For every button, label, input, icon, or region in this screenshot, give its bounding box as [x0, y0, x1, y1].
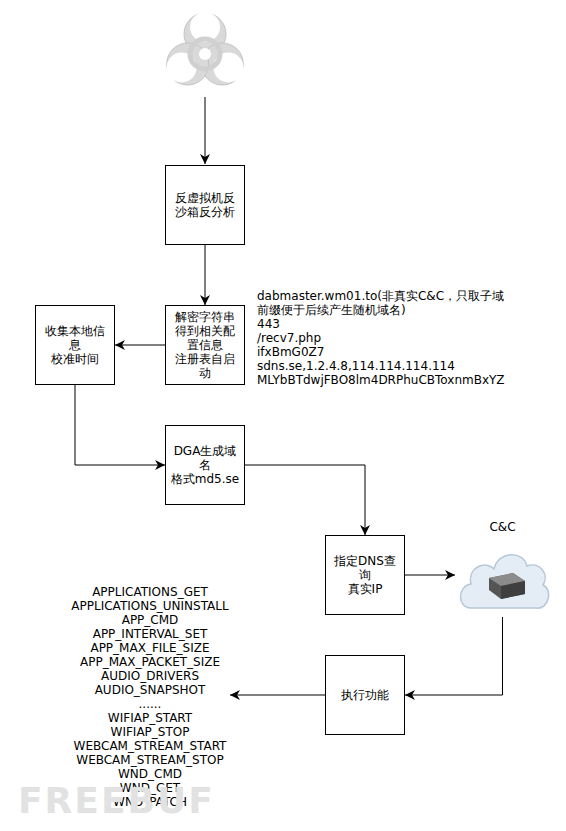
command-name: APP_CMD — [50, 613, 250, 627]
command-list: APPLICATIONS_GETAPPLICATIONS_UNINSTALLAP… — [50, 585, 250, 809]
config-value: 443 — [257, 317, 509, 331]
flow-arrow — [230, 695, 325, 696]
node-text: 指定DNS查询 — [330, 554, 400, 582]
cnc-server-cloud: C&C — [455, 520, 550, 617]
command-name: APP_MAX_FILE_SIZE — [50, 641, 250, 655]
flow-connector — [205, 245, 206, 305]
command-name: WEBCAM_STREAM_STOP — [50, 753, 250, 767]
command-name: APP_MAX_PACKET_SIZE — [50, 655, 250, 669]
command-name: WEBCAM_STREAM_START — [50, 739, 250, 753]
node-text: 真实IP — [348, 582, 383, 596]
flow-connector — [405, 575, 455, 576]
config-value: sdns.se,1.2.4.8,114.114.114.114 — [257, 359, 509, 373]
command-name: AUDIO_SNAPSHOT — [50, 683, 250, 697]
flow-connector — [115, 345, 165, 346]
command-name: ...... — [50, 697, 250, 711]
cloud-shape — [455, 520, 550, 617]
node-text: 收集本地信息 — [40, 324, 110, 352]
command-name: APP_INTERVAL_SET — [50, 627, 250, 641]
process-box: 执行功能 — [325, 655, 405, 735]
node-text: 校准时间 — [51, 352, 99, 366]
config-list: dabmaster.wm01.to(非真实C&C，只取子域前缀便于后续产生随机域… — [257, 289, 509, 387]
node-text: 执行功能 — [341, 688, 389, 702]
command-name: WIFIAP_STOP — [50, 725, 250, 739]
process-box: 反虚拟机反沙箱反分析 — [165, 165, 245, 245]
process-box: DGA生成域名格式md5.se — [165, 425, 245, 505]
config-value: dabmaster.wm01.to(非真实C&C，只取子域前缀便于后续产生随机域… — [257, 289, 509, 317]
node-text: 注册表自启动 — [170, 352, 240, 380]
command-name: WIFIAP_START — [50, 711, 250, 725]
node-text: 解密字符串得到相关配置信息 — [170, 310, 240, 352]
config-value: MLYbBTdwjFBO8lm4DRPhuCBToxnmBxYZ — [257, 373, 509, 387]
flow-arrow — [205, 97, 206, 164]
flow-connector — [405, 617, 503, 695]
node-text: DGA生成域名 — [170, 444, 240, 472]
flow-connector — [245, 465, 365, 535]
node-text: C&C — [489, 520, 515, 534]
process-box: 指定DNS查询真实IP — [325, 535, 405, 615]
node-text: 反虚拟机反沙箱反分析 — [170, 191, 240, 219]
watermark-area: FREEBUF — [18, 780, 215, 821]
command-name: AUDIO_DRIVERS — [50, 669, 250, 683]
command-name: APPLICATIONS_UNINSTALL — [50, 599, 250, 613]
command-name: APPLICATIONS_GET — [50, 585, 250, 599]
node-text: 格式md5.se — [171, 472, 239, 486]
config-value: /recv7.php — [257, 331, 509, 345]
flow-connector — [75, 385, 165, 465]
biohazard-icon — [167, 12, 244, 85]
command-name: WND_CMD — [50, 767, 250, 781]
config-value: ifxBmG0Z7 — [257, 345, 509, 359]
process-box: 解密字符串得到相关配置信息注册表自启动 — [165, 305, 245, 385]
process-box: 收集本地信息校准时间 — [35, 305, 115, 385]
watermark: FREEBUF — [18, 780, 215, 821]
